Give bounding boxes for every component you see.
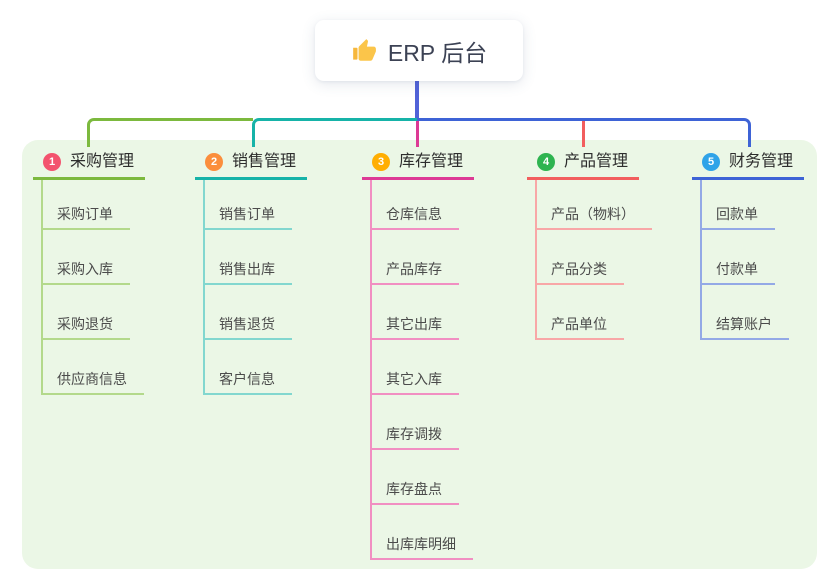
badge-number: 2 <box>205 153 223 171</box>
connector-root-line <box>415 80 419 121</box>
child-node[interactable]: 采购入库 <box>43 230 130 285</box>
topic-node-purchase[interactable]: 1 采购管理 <box>33 150 146 180</box>
child-node[interactable]: 产品分类 <box>537 230 624 285</box>
topic-node-inventory[interactable]: 3 库存管理 <box>362 150 475 180</box>
child-node[interactable]: 其它出库 <box>372 285 459 340</box>
child-list: 采购订单 采购入库 采购退货 供应商信息 <box>41 180 144 395</box>
branch-finance: 5 财务管理 回款单 付款单 结算账户 <box>692 150 805 340</box>
child-list: 回款单 付款单 结算账户 <box>700 180 789 340</box>
connector-branch-4 <box>582 121 585 147</box>
child-list: 销售订单 销售出库 销售退货 客户信息 <box>203 180 292 395</box>
child-node[interactable]: 产品单位 <box>537 285 624 340</box>
branch-sales: 2 销售管理 销售订单 销售出库 销售退货 客户信息 <box>195 150 308 395</box>
child-node[interactable]: 采购退货 <box>43 285 130 340</box>
child-node[interactable]: 销售订单 <box>205 180 292 230</box>
topic-label: 产品管理 <box>564 153 629 170</box>
child-node[interactable]: 销售出库 <box>205 230 292 285</box>
connector-branch-3 <box>416 121 419 147</box>
branch-inventory: 3 库存管理 仓库信息 产品库存 其它出库 其它入库 库存调拨 库存盘点 出库库… <box>362 150 475 560</box>
child-node[interactable]: 产品库存 <box>372 230 459 285</box>
root-topic[interactable]: ERP 后台 <box>315 20 523 81</box>
child-node[interactable]: 仓库信息 <box>372 180 459 230</box>
child-node[interactable]: 出库库明细 <box>372 505 473 560</box>
badge-number: 4 <box>537 153 555 171</box>
connector-branch-1 <box>87 118 253 147</box>
child-node[interactable]: 客户信息 <box>205 340 292 395</box>
topic-label: 库存管理 <box>399 153 464 170</box>
child-node[interactable]: 库存调拨 <box>372 395 459 450</box>
child-node[interactable]: 销售退货 <box>205 285 292 340</box>
topic-node-sales[interactable]: 2 销售管理 <box>195 150 308 180</box>
child-node[interactable]: 付款单 <box>702 230 775 285</box>
child-node[interactable]: 采购订单 <box>43 180 130 230</box>
topic-label: 财务管理 <box>729 153 794 170</box>
topic-label: 销售管理 <box>232 153 297 170</box>
branches-panel <box>22 140 817 569</box>
child-node[interactable]: 库存盘点 <box>372 450 459 505</box>
child-node[interactable]: 回款单 <box>702 180 775 230</box>
root-title: ERP 后台 <box>387 39 488 66</box>
child-list: 仓库信息 产品库存 其它出库 其它入库 库存调拨 库存盘点 出库库明细 <box>370 180 473 560</box>
connector-branch-5 <box>417 118 751 147</box>
branch-purchase: 1 采购管理 采购订单 采购入库 采购退货 供应商信息 <box>33 150 146 395</box>
child-node[interactable]: 其它入库 <box>372 340 459 395</box>
badge-number: 1 <box>43 153 61 171</box>
child-list: 产品（物料） 产品分类 产品单位 <box>535 180 652 340</box>
badge-number: 3 <box>372 153 390 171</box>
topic-node-product[interactable]: 4 产品管理 <box>527 150 640 180</box>
branch-product: 4 产品管理 产品（物料） 产品分类 产品单位 <box>527 150 652 340</box>
connector-branch-2 <box>252 118 417 147</box>
child-node[interactable]: 结算账户 <box>702 285 789 340</box>
child-node[interactable]: 供应商信息 <box>43 340 144 395</box>
thumbs-up-icon <box>353 38 376 61</box>
badge-number: 5 <box>702 153 720 171</box>
topic-label: 采购管理 <box>70 153 135 170</box>
child-node[interactable]: 产品（物料） <box>537 180 652 230</box>
topic-node-finance[interactable]: 5 财务管理 <box>692 150 805 180</box>
